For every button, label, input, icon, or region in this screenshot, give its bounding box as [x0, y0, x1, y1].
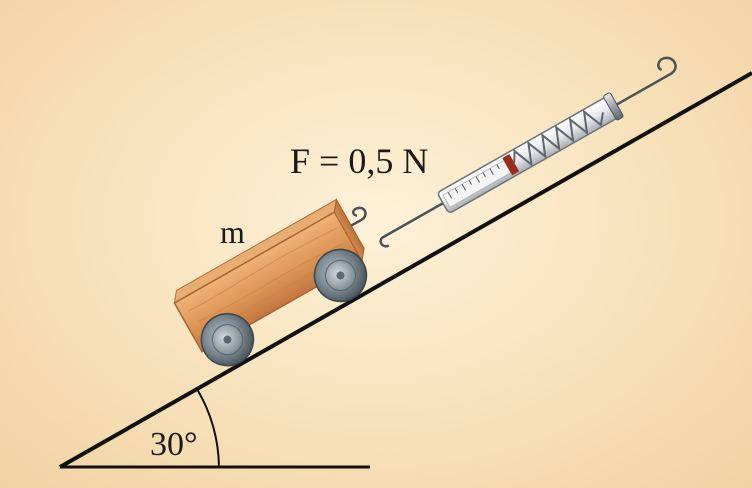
wheel-rear	[200, 312, 255, 367]
wheel-front	[313, 248, 368, 303]
scale-ticks	[447, 164, 500, 199]
scale-cap	[603, 92, 624, 121]
mass-label: m	[220, 214, 245, 250]
scale-rod	[379, 202, 444, 248]
spring-coil	[513, 109, 604, 167]
scale-marker	[502, 154, 520, 176]
cart-hook	[350, 206, 367, 227]
angle-label: 30°	[150, 426, 198, 463]
cart	[173, 198, 368, 367]
incline-line	[59, 71, 752, 469]
spring-scale	[379, 56, 677, 248]
cart-front-face	[333, 198, 365, 263]
angle-arc	[196, 388, 220, 468]
force-label: F = 0,5 N	[290, 141, 428, 181]
scale-top-hook	[616, 56, 677, 106]
